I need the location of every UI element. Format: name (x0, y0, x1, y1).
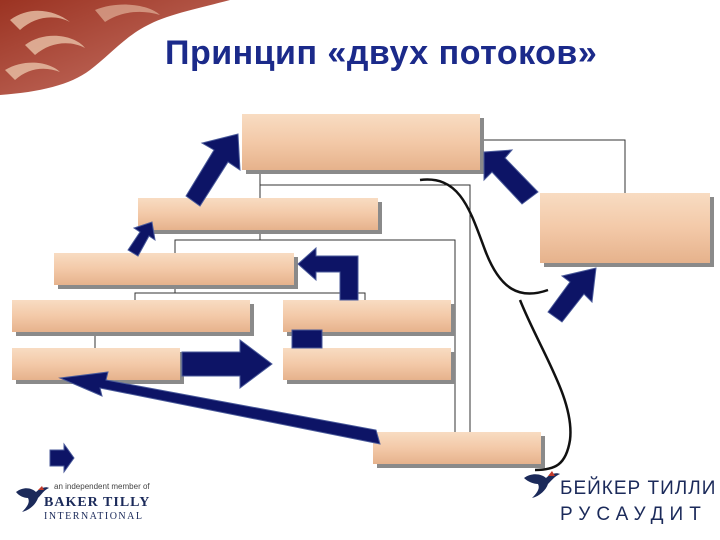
arrow-right-to-top (484, 150, 538, 204)
arrow-into-level2 (128, 222, 155, 256)
box-level3 (54, 253, 298, 289)
legend-arrow-icon (50, 444, 74, 472)
baker-tilly-rusaudit-logo: БЕЙКЕР ТИЛЛИ РУСАУДИТ (520, 466, 718, 532)
box-top-center (242, 114, 484, 174)
baker-tilly-international-logo: an independent member of BAKER TILLY INT… (14, 478, 154, 526)
box-level2 (138, 198, 382, 234)
box-bottom-right (373, 432, 545, 468)
logo-sub: INTERNATIONAL (44, 511, 144, 522)
eagle-logo-icon (522, 468, 562, 500)
arrow-up-to-right (548, 268, 596, 322)
arrow-up-to-top (186, 134, 240, 206)
arrow-l-into-level3 (298, 248, 358, 300)
logo-line2: РУСАУДИТ (560, 504, 707, 526)
box-center-lower (283, 348, 455, 384)
arrow-right-center (182, 340, 272, 388)
connector-level3-center (175, 293, 365, 300)
logo-tagline: an independent member of (54, 482, 150, 491)
arrow-small-center (292, 330, 322, 348)
box-left-upper (12, 300, 254, 336)
logo-line1: БЕЙКЕР ТИЛЛИ (560, 478, 716, 500)
box-right (540, 193, 714, 267)
logo-name: BAKER TILLY (44, 495, 150, 511)
